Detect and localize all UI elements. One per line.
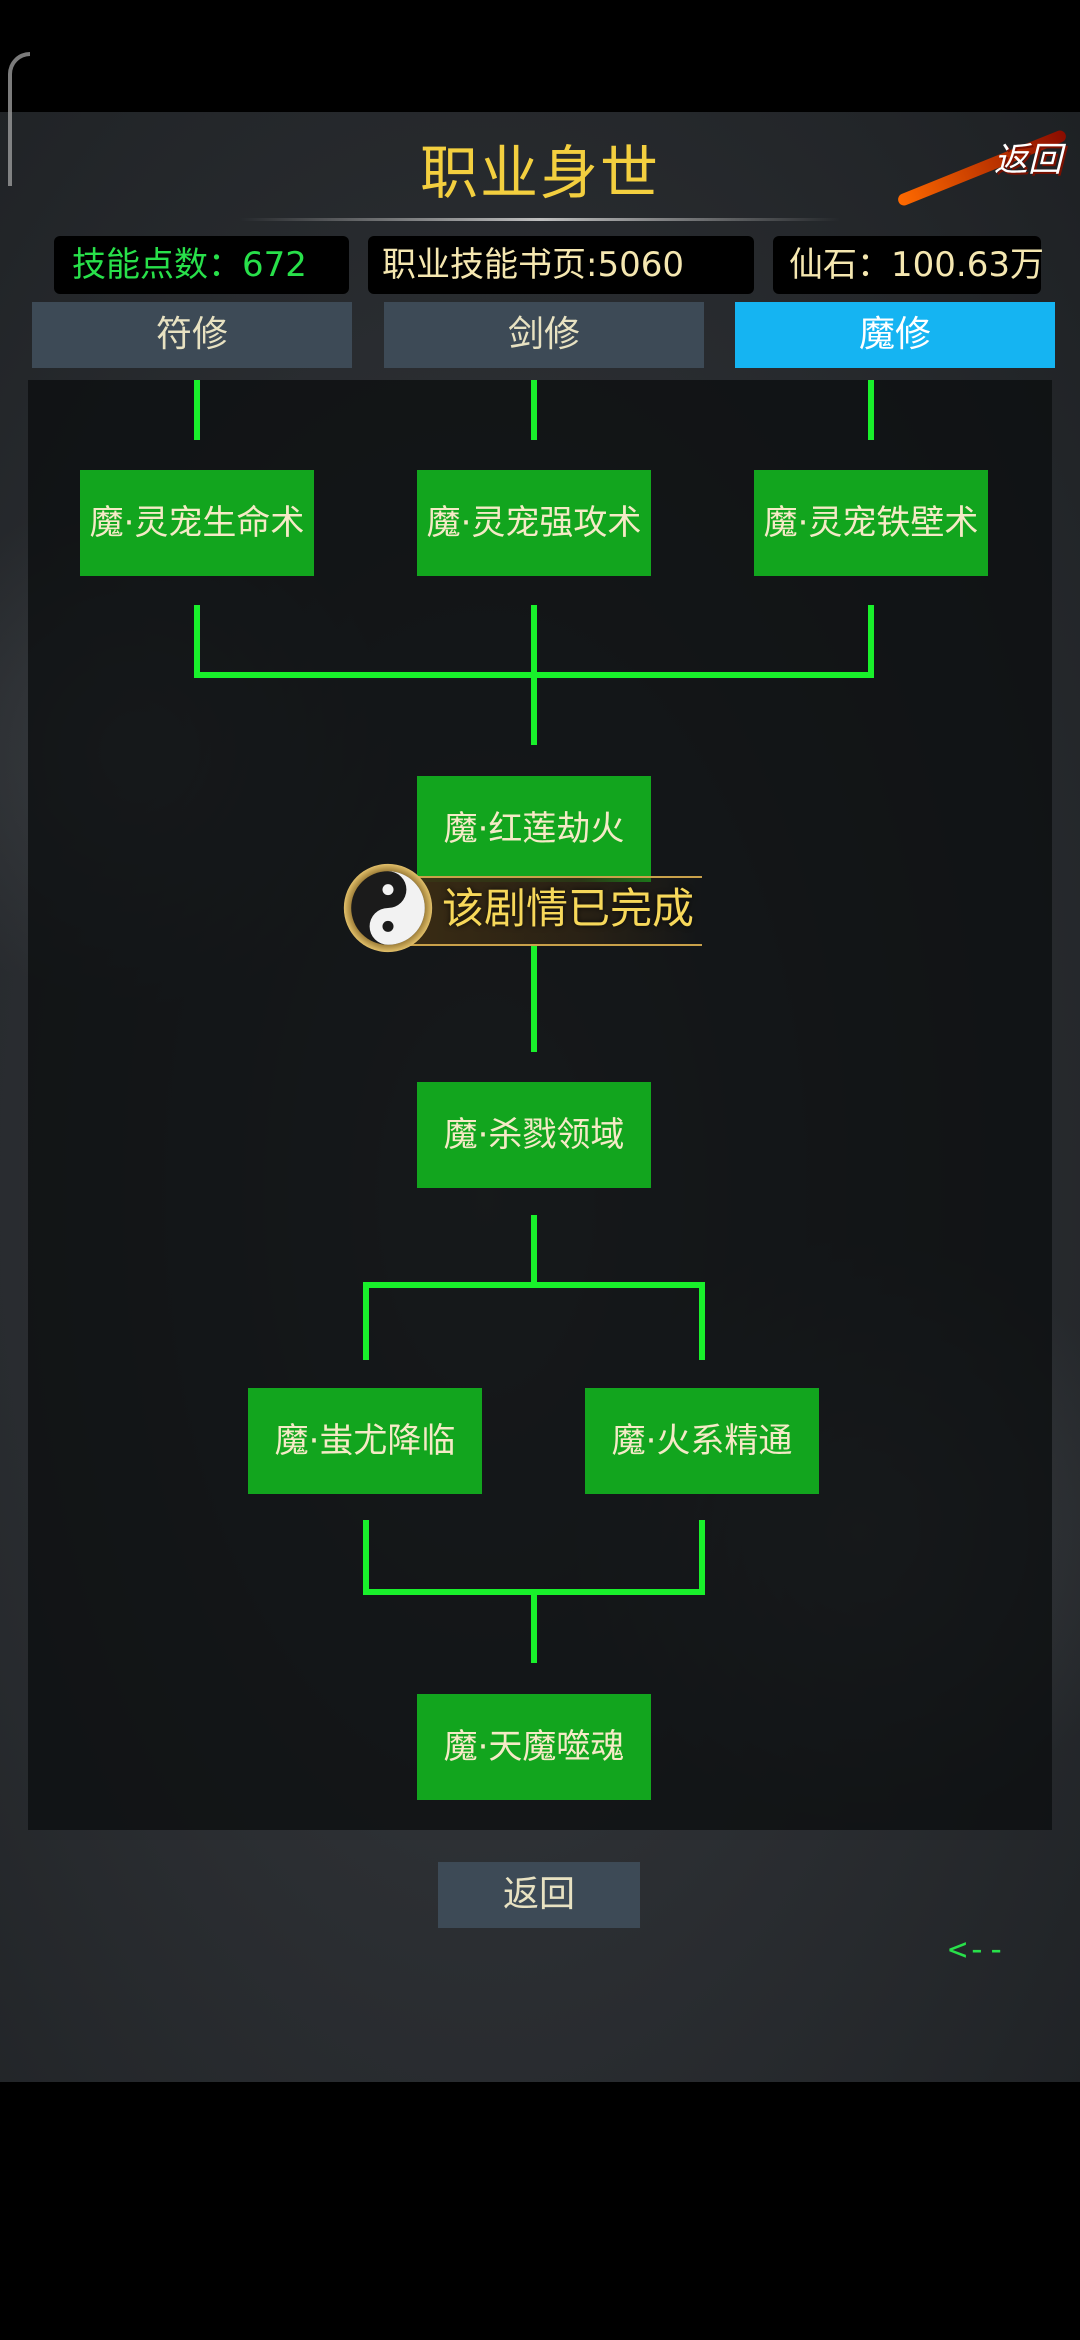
page-title: 职业身世 [419, 139, 660, 207]
tab-mo-xiu[interactable]: 魔修 [735, 302, 1055, 368]
title-divider [240, 218, 840, 221]
toast-banner [402, 876, 702, 946]
skill-node-red-lotus[interactable]: 魔·红莲劫火 [417, 776, 651, 882]
skill-node-slaughter-domain[interactable]: 魔·杀戮领域 [417, 1082, 651, 1188]
tab-fu-xiu[interactable]: 符修 [32, 302, 352, 368]
yin-yang-icon [343, 863, 433, 953]
skill-node-pet-life[interactable]: 魔·灵宠生命术 [80, 470, 314, 576]
connector-line [363, 1520, 705, 1595]
connector-line [363, 1282, 705, 1360]
toast-text: 该剧情已完成 [442, 884, 695, 933]
back-button[interactable]: 返回 [438, 1862, 640, 1928]
skill-book-pages-display: 职业技能书页:5060 [368, 236, 754, 294]
skill-node-pet-defense[interactable]: 魔·灵宠铁壁术 [754, 470, 988, 576]
spirit-stones-display: 仙石：100.63万 [773, 236, 1044, 294]
top-back-label: 返回 [994, 140, 1062, 180]
skill-node-fire-mastery[interactable]: 魔·火系精通 [585, 1388, 819, 1494]
tab-jian-xiu[interactable]: 剑修 [384, 302, 704, 368]
story-completed-toast: 该剧情已完成 [342, 862, 712, 958]
top-back-button[interactable]: 返回 [880, 128, 1070, 208]
back-arrow-link[interactable]: <-- [948, 1930, 1006, 1968]
skill-node-chiyou[interactable]: 魔·蚩尤降临 [248, 1388, 482, 1494]
skill-points-display: 技能点数：672 [54, 236, 349, 294]
skill-node-demon-soul[interactable]: 魔·天魔噬魂 [417, 1694, 651, 1800]
skill-node-pet-attack[interactable]: 魔·灵宠强攻术 [417, 470, 651, 576]
edge-bracket-decoration [8, 52, 30, 186]
